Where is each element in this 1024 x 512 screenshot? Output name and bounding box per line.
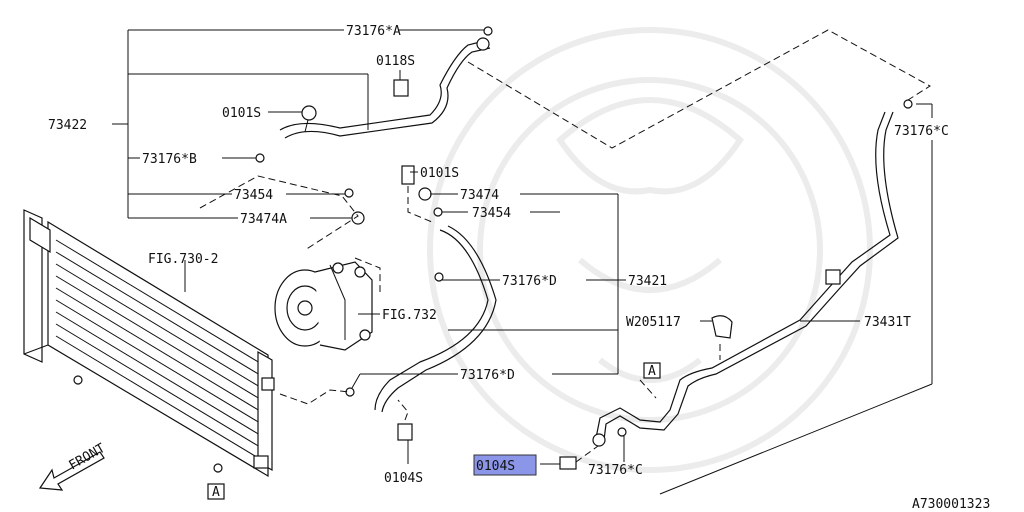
pipe-73421 (374, 229, 489, 411)
label-fig-732[interactable]: FIG.732 (382, 308, 437, 323)
callout-a-box-bottom (207, 483, 225, 500)
label-W205117[interactable]: W205117 (626, 315, 681, 330)
dashed-connectors (199, 29, 931, 463)
callout-a-box-top (643, 362, 661, 379)
highlight-box (473, 454, 537, 476)
label-73474A[interactable]: 73474A (240, 212, 287, 227)
label-fig-730-2[interactable]: FIG.730-2 (148, 252, 218, 267)
label-73454-left[interactable]: 73454 (234, 188, 273, 203)
label-0101S-mid[interactable]: 0101S (420, 166, 459, 181)
pipe-73431T (595, 111, 891, 439)
label-0104S-left[interactable]: 0104S (384, 471, 423, 486)
label-73176D-lower[interactable]: 73176*D (460, 368, 515, 383)
label-73176C-right[interactable]: 73176*C (894, 124, 949, 139)
label-0104S-highlighted[interactable]: 0104S (476, 459, 515, 474)
watermark-emblem (427, 27, 873, 473)
label-0118S[interactable]: 0118S (376, 54, 415, 69)
label-73176C-bottom[interactable]: 73176*C (588, 463, 643, 478)
compressor (274, 261, 373, 351)
diagram-id: A730001323 (912, 497, 990, 512)
label-73422[interactable]: 73422 (48, 118, 87, 133)
label-73176A[interactable]: 73176*A (346, 24, 401, 39)
label-73454-mid[interactable]: 73454 (472, 206, 511, 221)
leader-lines (112, 29, 933, 495)
label-A-bottom[interactable]: A (212, 485, 220, 500)
label-73176D-upper[interactable]: 73176*D (502, 274, 557, 289)
front-arrow-icon (38, 451, 105, 491)
label-73421[interactable]: 73421 (628, 274, 667, 289)
label-73431T[interactable]: 73431T (864, 315, 911, 330)
condenser (23, 209, 275, 478)
label-front: FRONT (67, 441, 109, 474)
label-73474[interactable]: 73474 (460, 188, 499, 203)
label-A-top[interactable]: A (648, 364, 656, 379)
label-73176B[interactable]: 73176*B (142, 152, 197, 167)
label-0101S-upper[interactable]: 0101S (222, 106, 261, 121)
